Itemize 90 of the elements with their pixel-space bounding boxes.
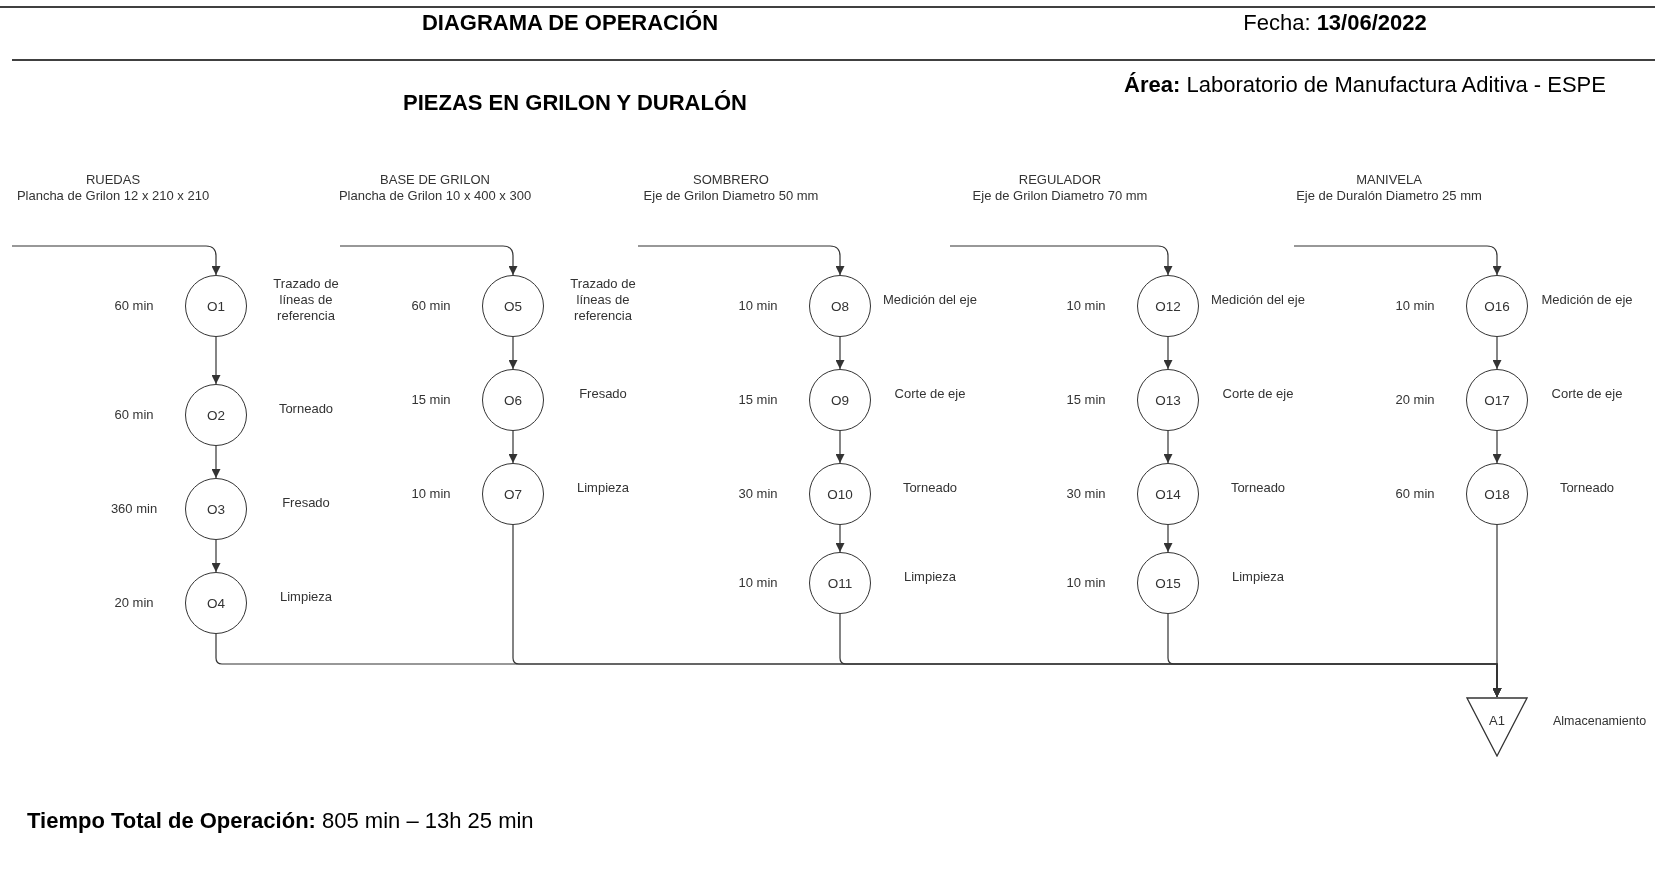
step-label: Trazado de líneas de referencia [569,276,637,324]
operation-circle: O14 [1137,463,1199,525]
duration-label: 30 min [737,486,779,502]
operation-circle: O15 [1137,552,1199,614]
duration-label: 10 min [737,298,779,314]
duration-label: 10 min [1394,298,1436,314]
arrow [637,245,845,276]
operation-circle: O12 [1137,275,1199,337]
date-label: Fecha: 13/06/2022 [1242,10,1428,36]
part-name: BASE DE GRILON [379,172,491,188]
step-label: Medición del eje [1210,292,1306,308]
storage-triangle: A1 [1466,697,1528,757]
step-label: Torneado [1558,480,1616,496]
duration-label: 15 min [737,392,779,408]
operation-circle: O13 [1137,369,1199,431]
step-label: Limpieza [279,589,333,605]
step-label: Torneado [901,480,959,496]
operation-circle: O7 [482,463,544,525]
step-label: Corte de eje [1550,386,1624,402]
step-label: Fresado [578,386,628,402]
duration-label: 360 min [109,501,159,517]
material-spec: Plancha de Grilon 12 x 210 x 210 [15,188,211,204]
arrow [211,445,221,479]
operation-circle: O11 [809,552,871,614]
arrow [11,245,221,276]
part-name: MANIVELA [1355,172,1423,188]
operation-circle: O9 [809,369,871,431]
arrow [1163,336,1173,370]
arrow [1163,524,1173,553]
material-spec: Plancha de Grilon 10 x 400 x 300 [337,188,533,204]
operation-circle: O3 [185,478,247,540]
operation-circle: O8 [809,275,871,337]
diagram-title: DIAGRAMA DE OPERACIÓN [420,10,720,36]
operation-circle: O6 [482,369,544,431]
operation-circle: O1 [185,275,247,337]
arrow [211,336,221,385]
duration-label: 30 min [1065,486,1107,502]
arrow [1163,430,1173,464]
step-label: Corte de eje [1221,386,1295,402]
duration-label: 60 min [1394,486,1436,502]
arrow [508,430,518,464]
duration-label: 10 min [1065,575,1107,591]
operation-circle: O17 [1466,369,1528,431]
duration-label: 10 min [737,575,779,591]
operation-circle: O18 [1466,463,1528,525]
step-label: Fresado [281,495,331,511]
arrow [339,245,518,276]
step-label: Corte de eje [893,386,967,402]
subtitle: PIEZAS EN GRILON Y DURALÓN [402,90,748,116]
step-label: Torneado [1229,480,1287,496]
material-spec: Eje de Grilon Diametro 70 mm [971,188,1149,204]
step-label: Limpieza [903,569,957,585]
step-label: Trazado de líneas de referencia [272,276,340,324]
arrow [835,524,845,553]
arrow [949,245,1173,276]
arrow [1293,245,1502,276]
arrow [211,539,221,573]
duration-label: 20 min [113,595,155,611]
step-label: Limpieza [576,480,630,496]
area-label: Área: Laboratorio de Manufactura Aditiva - ESPE [1123,71,1607,99]
arrow [1492,336,1502,370]
arrow [835,430,845,464]
operation-circle: O2 [185,384,247,446]
duration-label: 10 min [1065,298,1107,314]
material-spec: Eje de Duralón Diametro 25 mm [1295,188,1483,204]
duration-label: 60 min [113,407,155,423]
arrow [1492,524,1502,698]
arrow [1492,430,1502,464]
step-label: Torneado [277,401,335,417]
duration-label: 10 min [410,486,452,502]
duration-label: 15 min [410,392,452,408]
duration-label: 20 min [1394,392,1436,408]
part-name: SOMBRERO [692,172,770,188]
duration-label: 15 min [1065,392,1107,408]
step-label: Medición de eje [1540,292,1634,308]
step-label: Medición del eje [882,292,978,308]
arrow [835,336,845,370]
operation-circle: O16 [1466,275,1528,337]
part-name: RUEDAS [84,172,142,188]
duration-label: 60 min [410,298,452,314]
part-name: REGULADOR [1017,172,1103,188]
operation-circle: O10 [809,463,871,525]
operation-circle: O5 [482,275,544,337]
step-label: Limpieza [1231,569,1285,585]
duration-label: 60 min [113,298,155,314]
storage-label: Almacenamiento [1553,713,1647,729]
operation-circle: O4 [185,572,247,634]
total-time-note: Tiempo Total de Operación: 805 min – 13h 25 min [27,808,535,834]
arrow [508,336,518,370]
material-spec: Eje de Grilon Diametro 50 mm [642,188,820,204]
